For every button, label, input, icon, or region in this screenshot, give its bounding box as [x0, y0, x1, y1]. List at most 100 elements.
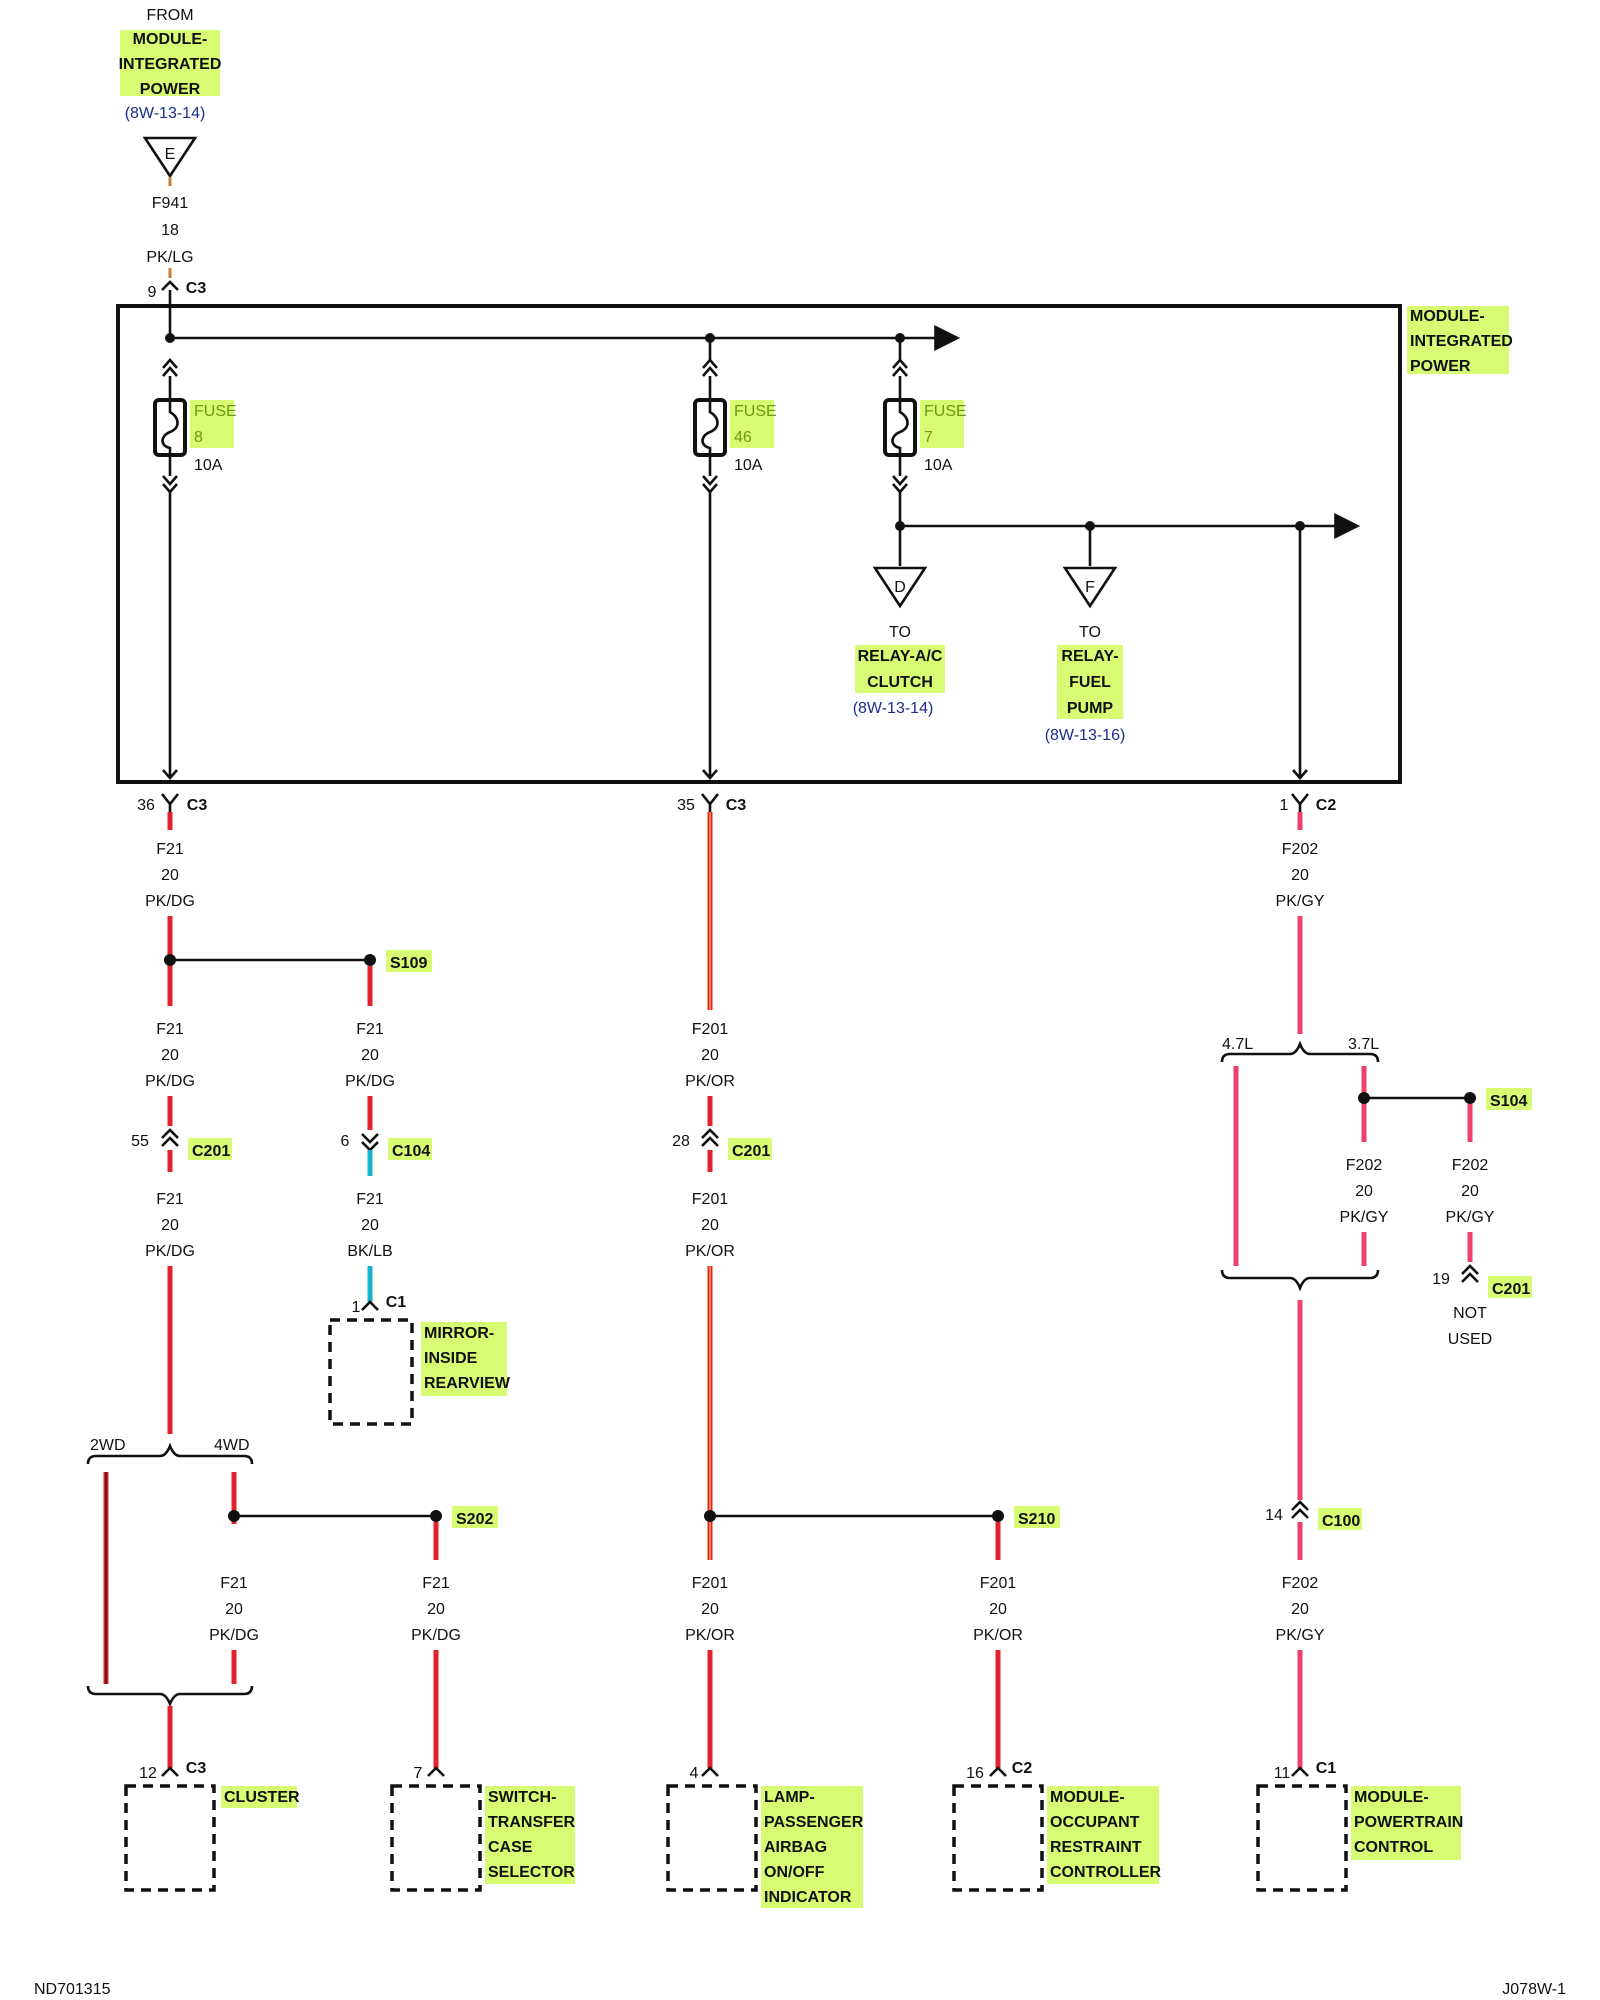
svg-text:PK/OR: PK/OR: [973, 1627, 1023, 1644]
svg-text:PK/GY: PK/GY: [1446, 1209, 1495, 1226]
svg-text:(8W-13-14): (8W-13-14): [853, 700, 934, 717]
svg-text:20: 20: [1355, 1183, 1373, 1200]
splice-s104: [1464, 1092, 1476, 1104]
svg-text:C1: C1: [386, 1294, 407, 1311]
wire-f201-segment-4: F201 20 PK/OR: [973, 1575, 1023, 1644]
connector-c201-b: 28 C201: [672, 1128, 772, 1160]
svg-text:20: 20: [361, 1047, 379, 1064]
svg-text:20: 20: [701, 1047, 719, 1064]
module-label: MODULE- INTEGRATED POWER: [1407, 306, 1513, 375]
wire-f202-segment-4: F202 20 PK/GY: [1276, 1575, 1325, 1644]
svg-text:POWERTRAIN: POWERTRAIN: [1354, 1814, 1463, 1831]
svg-text:20: 20: [701, 1217, 719, 1234]
svg-text:BK/LB: BK/LB: [347, 1243, 392, 1260]
svg-text:PK/GY: PK/GY: [1340, 1209, 1389, 1226]
svg-text:MODULE-: MODULE-: [1410, 308, 1485, 325]
svg-text:NOT: NOT: [1453, 1305, 1487, 1322]
svg-text:F21: F21: [156, 1021, 184, 1038]
component-occupant-restraint-controller: 16 C2 MODULE- OCCUPANT RESTRAINT CONTROL…: [952, 1760, 1162, 1892]
svg-text:FUEL: FUEL: [1069, 674, 1111, 691]
svg-text:7: 7: [924, 429, 933, 446]
svg-text:TO: TO: [889, 624, 911, 641]
svg-text:F21: F21: [220, 1575, 248, 1592]
svg-text:E: E: [165, 146, 176, 163]
mirror-connector: 1 C1: [352, 1294, 407, 1316]
svg-text:TO: TO: [1079, 624, 1101, 641]
splice-s202: [430, 1510, 442, 1522]
svg-text:16: 16: [966, 1765, 984, 1782]
wire-f201-segment-2: F201 20 PK/OR: [685, 1191, 735, 1260]
svg-text:MODULE-: MODULE-: [1050, 1789, 1125, 1806]
svg-text:20: 20: [361, 1217, 379, 1234]
output-pin-1: 1 C2: [1280, 793, 1336, 814]
svg-text:10A: 10A: [734, 457, 763, 474]
svg-text:OCCUPANT: OCCUPANT: [1050, 1814, 1140, 1831]
svg-text:PK/DG: PK/DG: [145, 893, 195, 910]
connector-c104: 6 C104: [341, 1133, 432, 1160]
svg-text:4: 4: [690, 1765, 699, 1782]
svg-text:F202: F202: [1282, 841, 1319, 858]
svg-text:RESTRAINT: RESTRAINT: [1050, 1839, 1142, 1856]
svg-text:REARVIEW: REARVIEW: [424, 1375, 511, 1392]
svg-text:RELAY-: RELAY-: [1061, 648, 1118, 665]
svg-text:46: 46: [734, 429, 752, 446]
svg-text:SWITCH-: SWITCH-: [488, 1789, 556, 1806]
svg-text:F21: F21: [156, 841, 184, 858]
svg-text:PK/DG: PK/DG: [345, 1073, 395, 1090]
wire-f202-segment-2: F202 20 PK/GY: [1340, 1157, 1389, 1226]
svg-text:CLUSTER: CLUSTER: [224, 1789, 300, 1806]
svg-text:FUSE: FUSE: [924, 403, 967, 420]
svg-text:20: 20: [989, 1601, 1007, 1618]
svg-text:F21: F21: [422, 1575, 450, 1592]
fuse-7: FUSE 7 10A: [883, 358, 967, 494]
wire-f21-segment-2: F21 20 PK/DG: [145, 1021, 195, 1090]
fuse-8: FUSE 8 10A: [153, 358, 237, 494]
svg-text:PK/DG: PK/DG: [411, 1627, 461, 1644]
footer-right: J078W-1: [1502, 1981, 1566, 1998]
svg-text:20: 20: [1461, 1183, 1479, 1200]
svg-text:(8W-13-14): (8W-13-14): [125, 105, 206, 122]
wire-f21-mirror-1: F21 20 PK/DG: [345, 1021, 395, 1090]
svg-text:35: 35: [677, 797, 695, 814]
svg-text:PK/OR: PK/OR: [685, 1073, 735, 1090]
svg-text:28: 28: [672, 1133, 690, 1150]
svg-text:LAMP-: LAMP-: [764, 1789, 815, 1806]
module-integrated-power-box: [116, 304, 1402, 784]
svg-text:36: 36: [137, 797, 155, 814]
svg-text:S109: S109: [390, 955, 427, 972]
connector-c201-c: 19 C201 NOT USED: [1432, 1264, 1532, 1348]
svg-text:PK/DG: PK/DG: [145, 1243, 195, 1260]
svg-text:8: 8: [194, 429, 203, 446]
wire-f21-transfer: F21 20 PK/DG: [411, 1575, 461, 1644]
svg-text:F941: F941: [152, 195, 189, 212]
svg-text:PK/GY: PK/GY: [1276, 893, 1325, 910]
svg-text:F201: F201: [692, 1021, 729, 1038]
offpage-f: F TO RELAY- FUEL PUMP (8W-13-16): [1045, 566, 1126, 744]
svg-text:(8W-13-16): (8W-13-16): [1045, 727, 1126, 744]
component-switch-transfer-case-selector: 7 SWITCH- TRANSFER CASE SELECTOR: [390, 1765, 576, 1892]
svg-text:C2: C2: [1012, 1760, 1033, 1777]
svg-text:F201: F201: [692, 1575, 729, 1592]
wire-f202-segment-3: F202 20 PK/GY: [1446, 1157, 1495, 1226]
svg-text:C3: C3: [187, 797, 208, 814]
svg-text:20: 20: [1291, 1601, 1309, 1618]
svg-text:4WD: 4WD: [214, 1437, 250, 1454]
svg-text:F202: F202: [1452, 1157, 1489, 1174]
svg-text:18: 18: [161, 222, 179, 239]
svg-text:10A: 10A: [194, 457, 223, 474]
svg-text:PK/OR: PK/OR: [685, 1627, 735, 1644]
svg-text:CLUTCH: CLUTCH: [867, 674, 933, 691]
svg-text:C201: C201: [1492, 1281, 1530, 1298]
wire-f21-4wd: F21 20 PK/DG: [209, 1575, 259, 1644]
component-module-powertrain-control: 11 C1 MODULE- POWERTRAIN CONTROL: [1256, 1760, 1463, 1892]
svg-text:C104: C104: [392, 1143, 430, 1160]
svg-text:20: 20: [161, 867, 179, 884]
connector-c201-a: 55 C201: [131, 1128, 232, 1160]
svg-text:F202: F202: [1282, 1575, 1319, 1592]
option-brace-2wd-4wd: 2WD 4WD: [86, 1437, 254, 1465]
svg-text:C1: C1: [1316, 1760, 1337, 1777]
svg-text:FUSE: FUSE: [194, 403, 237, 420]
svg-text:20: 20: [1291, 867, 1309, 884]
svg-text:S202: S202: [456, 1511, 493, 1528]
